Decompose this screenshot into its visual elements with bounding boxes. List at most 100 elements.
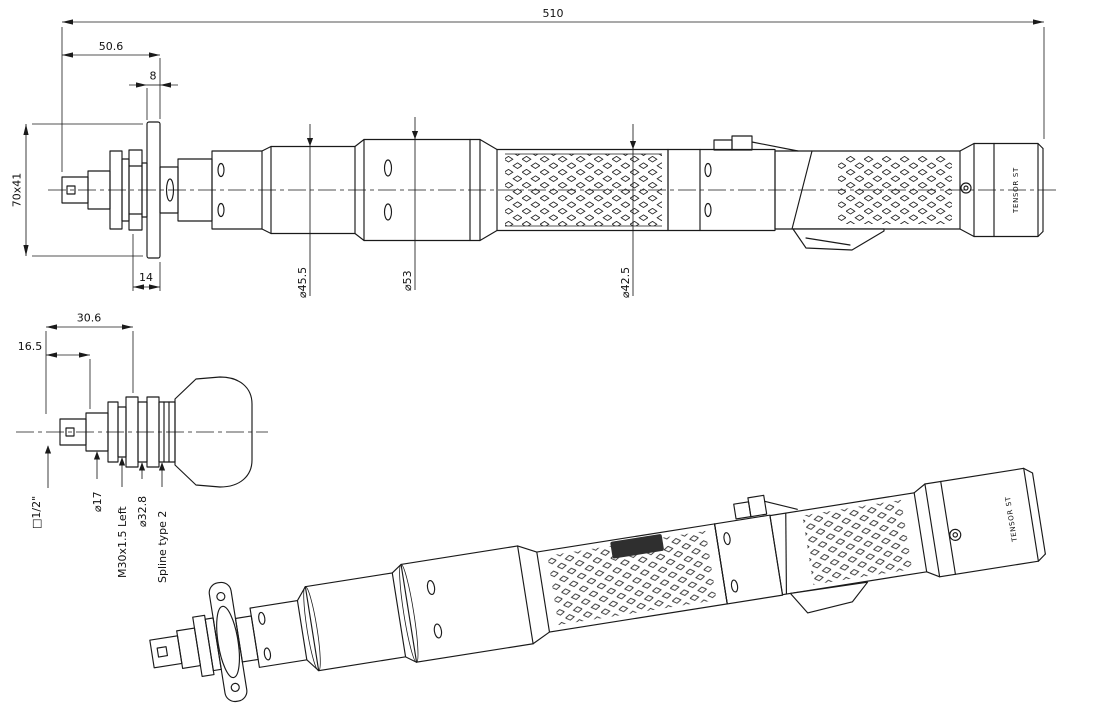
vent-slot [263,647,272,661]
drive-through-hole [65,427,75,437]
rear-end-cap [973,142,1039,238]
vent-slot [704,202,712,218]
front-cylinder [304,572,407,672]
knurl-band [802,499,913,585]
dia-label-front: ⌀45.5 [296,267,309,298]
mid-cylinder [363,138,481,242]
drawing-line [354,232,365,242]
knurl-band [505,154,662,226]
dim-overall-length: 510 [61,7,1045,172]
dim-flange-size: 70x41 [11,123,143,257]
square-drive-head [149,635,183,669]
dim-label-front-length: 16.5 [18,340,43,353]
drawing-line [306,138,314,147]
dia-callout-mid: ⌀53 [401,117,419,291]
trigger-detail-line [805,237,851,246]
drawing-line [764,500,798,510]
function-button-dot [952,532,959,538]
trigger-lever [792,228,885,251]
drawing-line [517,545,538,553]
handle-section [769,492,928,596]
body-logo [610,534,664,559]
drawing-line [261,145,272,152]
suspension-bail [713,135,799,152]
dim-label-collar-depth: 14 [139,271,153,284]
collar-ring [192,614,215,678]
rear-end-cap [924,467,1039,578]
vent-slot [165,178,175,202]
drawing-line [926,571,941,578]
label-spline-type: Spline type 2 [156,511,169,583]
drawing-line [1037,142,1044,150]
drawing-line [731,135,753,151]
drawing-line [959,142,975,152]
flare-lines [913,483,941,578]
grip-parting-line [785,512,788,595]
end-face [1037,142,1044,238]
function-button [960,182,972,194]
label-thread: M30x1.5 Left [116,506,129,578]
drawing-line [1023,467,1034,474]
spindle-shaft [176,627,201,669]
vent-slot [383,203,393,221]
vent-slot [217,162,225,178]
drawing-line [354,138,365,148]
dim-flange-thickness: 8 [129,70,178,120]
dim-label-front-length: 50.6 [99,40,124,53]
drawing-line [411,131,419,140]
detail-part [59,376,253,488]
flange-bolt-hole [230,682,240,692]
function-button-dot [963,185,969,191]
dia-label-mid: ⌀53 [401,270,414,291]
knurl-band [838,156,952,224]
drawing-line [629,141,637,150]
side-tool-body: TENSOR ST [61,121,1044,259]
dia-label-body: ⌀42.5 [619,267,632,298]
dim-collar-depth: 14 [132,234,161,291]
chamfer-lines [354,138,365,242]
vent-slot [258,611,266,625]
drawing-line [959,228,975,238]
callout-square-drive: □1/2" [30,445,52,529]
brand-label: TENSOR ST [1012,167,1020,214]
drawing-line [479,138,498,151]
knurl-band [547,530,717,626]
vent-slot [433,623,443,639]
drawing-line [747,494,768,518]
vent-slot [426,580,436,596]
side-dimensions: 510 50.6 8 70x41 [11,7,1045,298]
drawing-line [532,631,551,645]
bell-housing [174,376,253,488]
gear-housing-section [249,600,308,668]
dim-label-flange-thickness: 8 [150,70,157,83]
chamfer-lines [391,563,418,663]
label-square-drive: □1/2" [30,496,43,529]
label-dia-shaft: ⌀17 [91,491,104,512]
mid-cylinder [400,545,534,663]
drawing-line [391,563,402,574]
drawing-line [1037,230,1044,238]
flare-lines [959,142,975,238]
taper-lines [479,138,498,242]
grip-parting-line [791,150,813,230]
flange-bolt-hole [216,591,226,602]
side-view: TENSOR ST 510 50.6 8 [11,7,1058,298]
dim-front-length: 16.5 [18,340,91,409]
drive-through-hole [156,646,169,658]
front-cylinder [270,145,356,235]
dim-front-length: 50.6 [62,40,161,119]
drawing-line [713,139,733,151]
vent-slot [704,162,712,178]
dim-spindle-length: 30.6 [45,312,134,414]
callout-thread: M30x1.5 Left [116,457,129,578]
taper-lines [517,545,551,645]
front-housing-section [211,150,263,230]
iso-tool-body: TENSOR ST [149,467,1046,703]
detail-view: 30.6 16.5 □1/2" ⌀17 M30x1.5 Left [16,312,268,583]
flange-boss [216,605,240,679]
vent-slot [730,579,739,593]
brand-label: TENSOR ST [1004,496,1019,544]
callout-dia-spline: ⌀32.8 [136,462,149,527]
